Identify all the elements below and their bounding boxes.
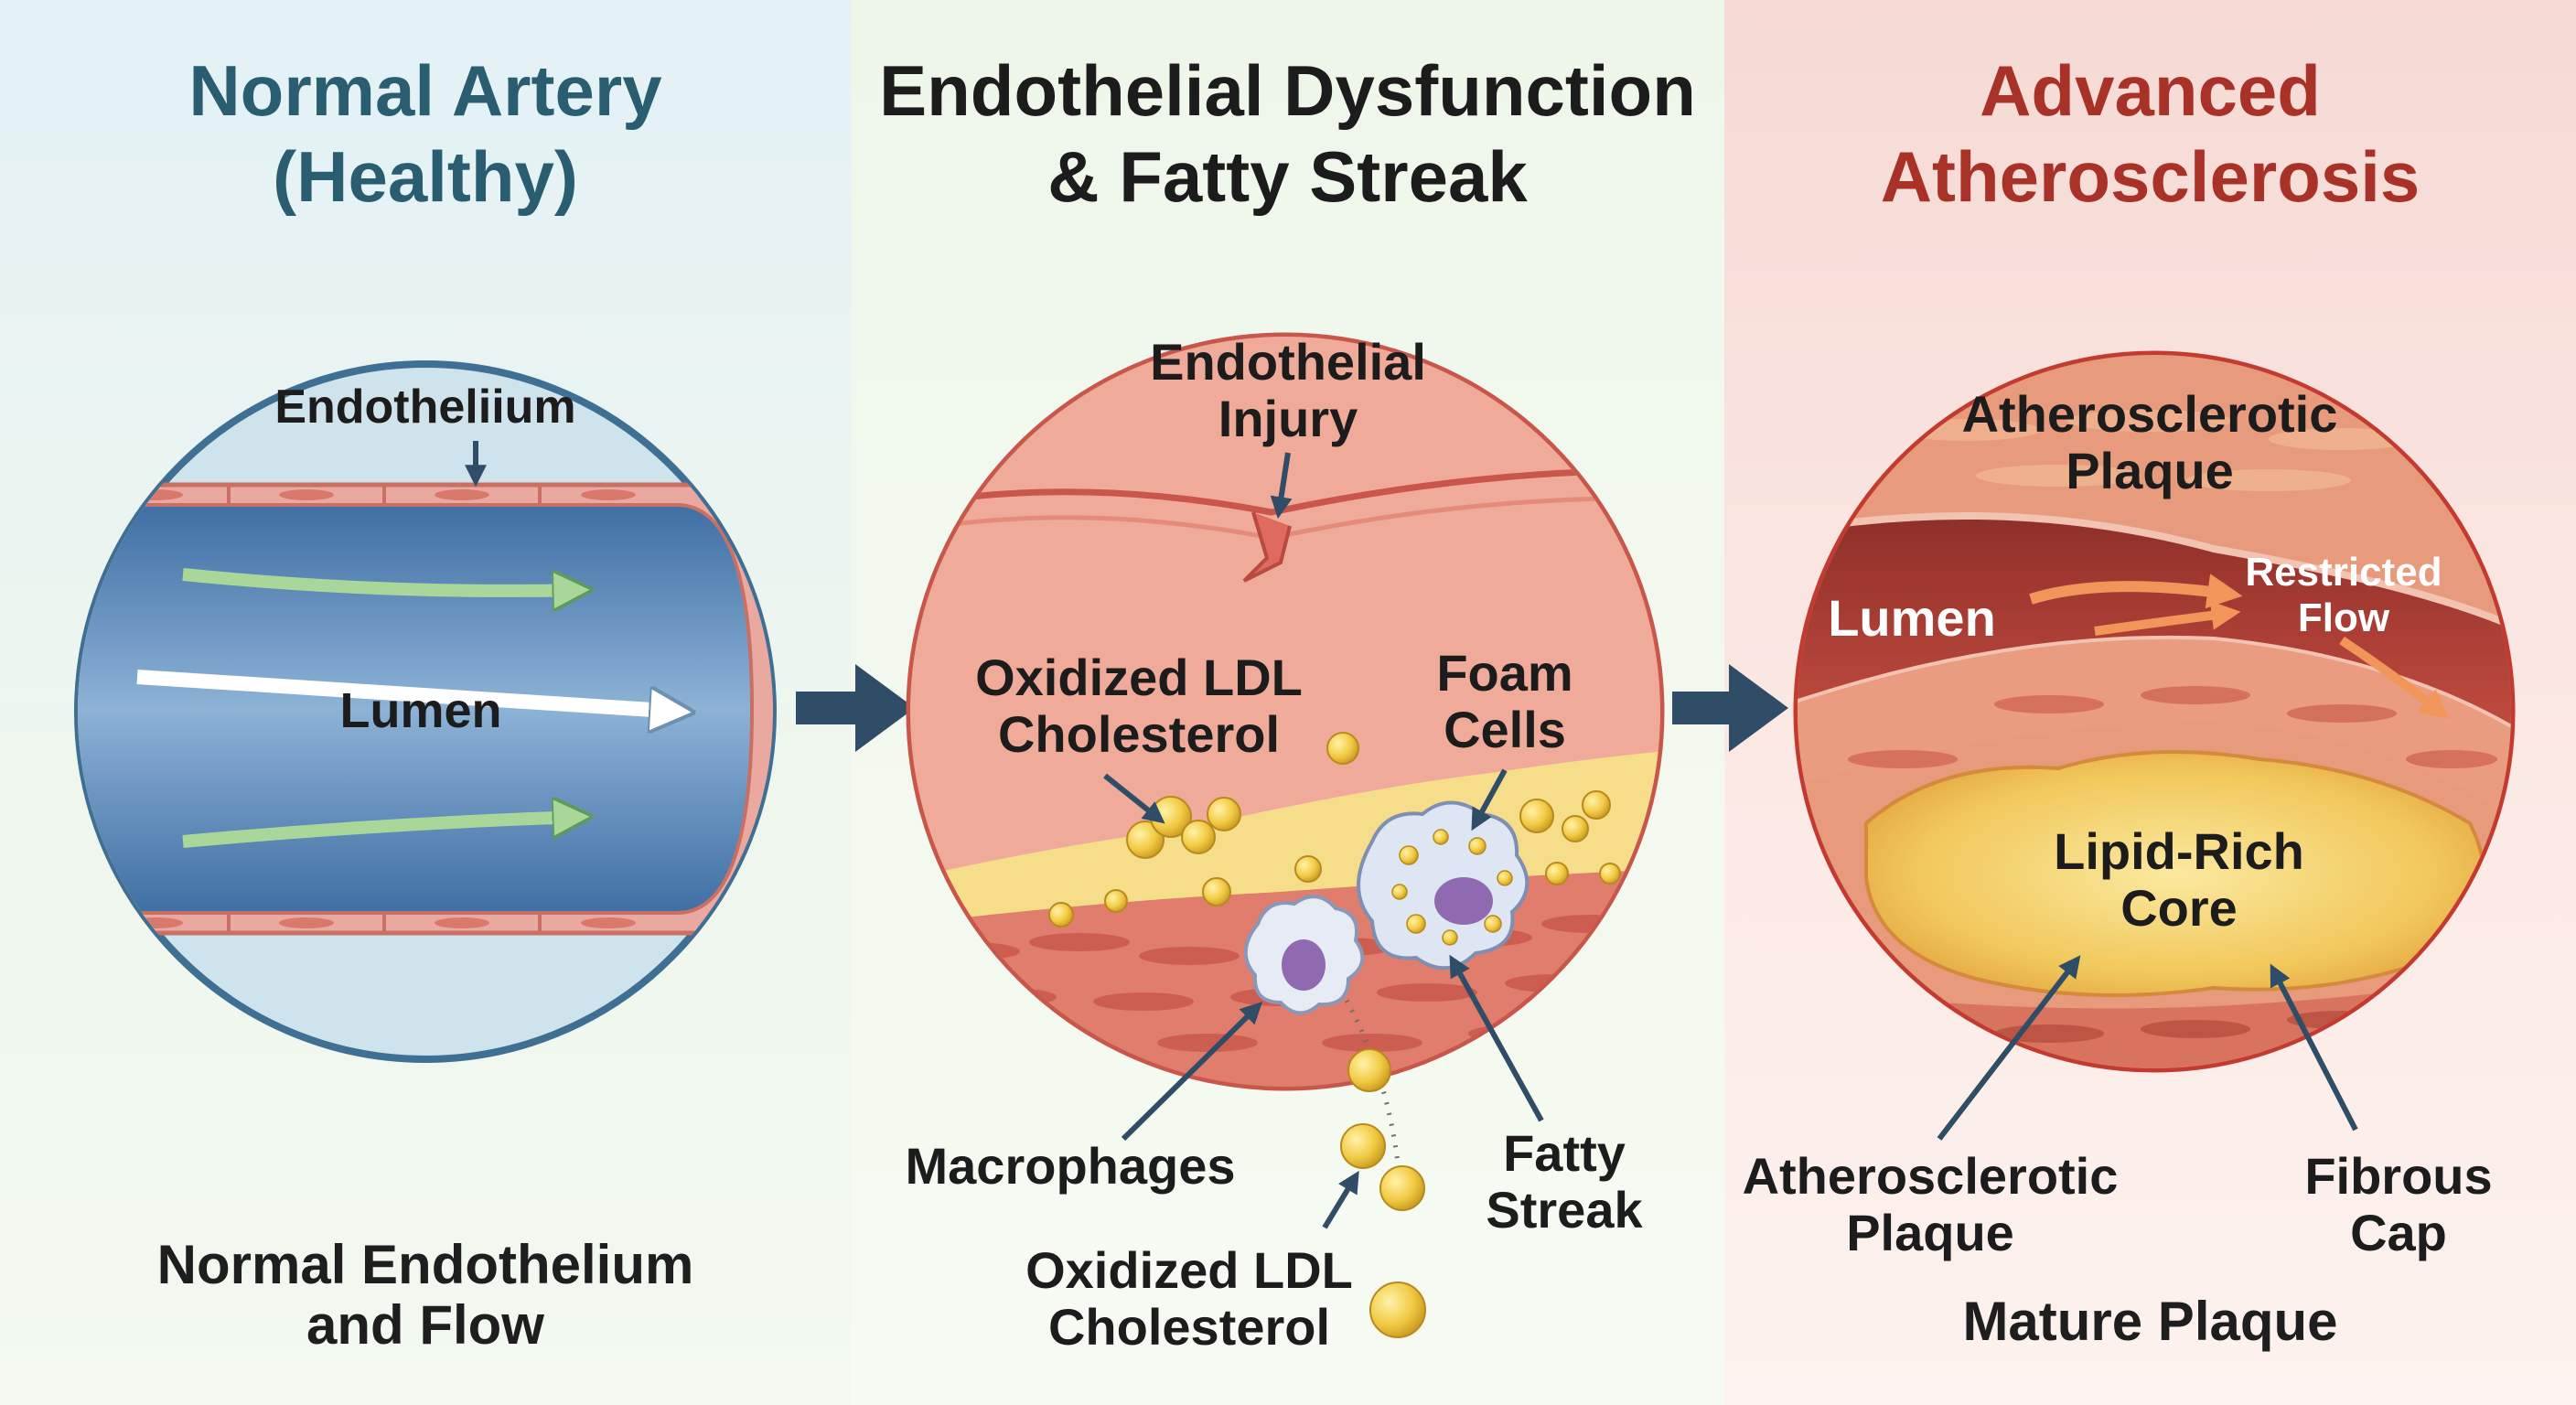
fatty-streak-pointer bbox=[1449, 954, 1544, 1122]
panel-3-title-line-2: Atherosclerosis bbox=[1880, 136, 2420, 217]
plaque-bottom-label-line-1: Atherosclerotic bbox=[1743, 1147, 2119, 1205]
endothelium-label: Endotheliium bbox=[274, 381, 575, 434]
macrophages-label: Macrophages bbox=[906, 1137, 1236, 1195]
endothelial-injury-label-line-2: Injury bbox=[1218, 390, 1358, 447]
oxidized-ldl-label-line-1: Oxidized LDL bbox=[975, 649, 1303, 706]
macrophages-pointer bbox=[1121, 1001, 1263, 1142]
restricted-flow-label-line-2: Flow bbox=[2298, 595, 2390, 640]
oxidized-ldl-bottom-label-line-2: Cholesterol bbox=[1048, 1298, 1330, 1356]
injury-pointer bbox=[1270, 452, 1293, 520]
progression-arrow-2 bbox=[1672, 664, 1788, 752]
macrophage-cell bbox=[1243, 895, 1365, 1015]
lumen-label-advanced: Lumen bbox=[1828, 589, 1996, 647]
endothelial-injury-label-line-1: Endothelial bbox=[1150, 333, 1426, 391]
flow-arrow-middle bbox=[136, 670, 682, 712]
plaque-bottom-pointer bbox=[1937, 955, 2081, 1141]
fibrous-cap-label-line-2: Cap bbox=[2350, 1204, 2447, 1261]
oxidized-ldl-label-line-2: Cholesterol bbox=[998, 705, 1280, 763]
panel-1-caption: Normal Endothelium and Flow bbox=[0, 1235, 851, 1356]
progression-arrow-1 bbox=[796, 664, 915, 752]
lumen-label-normal: Lumen bbox=[339, 683, 501, 738]
fatty-streak-label-line-1: Fatty bbox=[1503, 1124, 1626, 1182]
restricted-flow-label-line-1: Restricted bbox=[2245, 550, 2442, 595]
oxidized-ldl-bottom-pointer bbox=[1322, 1170, 1359, 1229]
restricted-flow-arrow-1 bbox=[2029, 574, 2243, 609]
panel-2-title-line-2: & Fatty Streak bbox=[1047, 136, 1528, 217]
panel-2-title-line-1: Endothelial Dysfunction bbox=[879, 50, 1696, 131]
panel-1-caption-line-2: and Flow bbox=[306, 1294, 544, 1356]
fatty-streak-label-line-2: Streak bbox=[1486, 1181, 1643, 1239]
panel-1-caption-line-1: Normal Endothelium bbox=[156, 1234, 694, 1295]
panel-1-title: Normal Artery (Healthy) bbox=[0, 48, 851, 220]
panel-1-title-line-1: Normal Artery bbox=[188, 50, 662, 131]
flow-arrow-top bbox=[182, 568, 581, 591]
panel-3-caption: Mature Plaque bbox=[1962, 1291, 2338, 1352]
foam-cells-pointer bbox=[1471, 768, 1508, 831]
panel-2-title: Endothelial Dysfunction & Fatty Streak bbox=[851, 48, 1724, 220]
fibrous-cap-pointer bbox=[2270, 963, 2358, 1132]
oxidized-ldl-bottom-label-line-1: Oxidized LDL bbox=[1025, 1241, 1353, 1299]
lipid-core-label-line-2: Core bbox=[2120, 879, 2238, 937]
oxidized-ldl-pointer bbox=[1103, 773, 1165, 824]
restricted-flow-arrow-2 bbox=[2094, 600, 2241, 636]
panel-3-title: Advanced Atherosclerosis bbox=[1724, 48, 2576, 220]
plaque-top-label-line-2: Plaque bbox=[2066, 442, 2234, 499]
plaque-bottom-label-line-2: Plaque bbox=[1846, 1204, 2014, 1261]
fibrous-cap-label-line-1: Fibrous bbox=[2304, 1147, 2492, 1205]
foam-cell bbox=[1357, 800, 1530, 971]
plaque-top-label-line-1: Atherosclerotic bbox=[1962, 385, 2338, 443]
panel-3-title-line-1: Advanced bbox=[1980, 50, 2321, 131]
lipid-core-label-line-1: Lipid-Rich bbox=[2054, 822, 2304, 880]
restricted-flow-arrow-3 bbox=[2339, 636, 2450, 719]
foam-cells-label-line-1: Foam bbox=[1436, 644, 1572, 702]
migrating-ldl-particles bbox=[1340, 995, 1426, 1338]
flow-arrow-bottom bbox=[182, 817, 581, 848]
panel-1-title-line-2: (Healthy) bbox=[273, 136, 578, 217]
foam-cells-label-line-2: Cells bbox=[1444, 701, 1566, 758]
